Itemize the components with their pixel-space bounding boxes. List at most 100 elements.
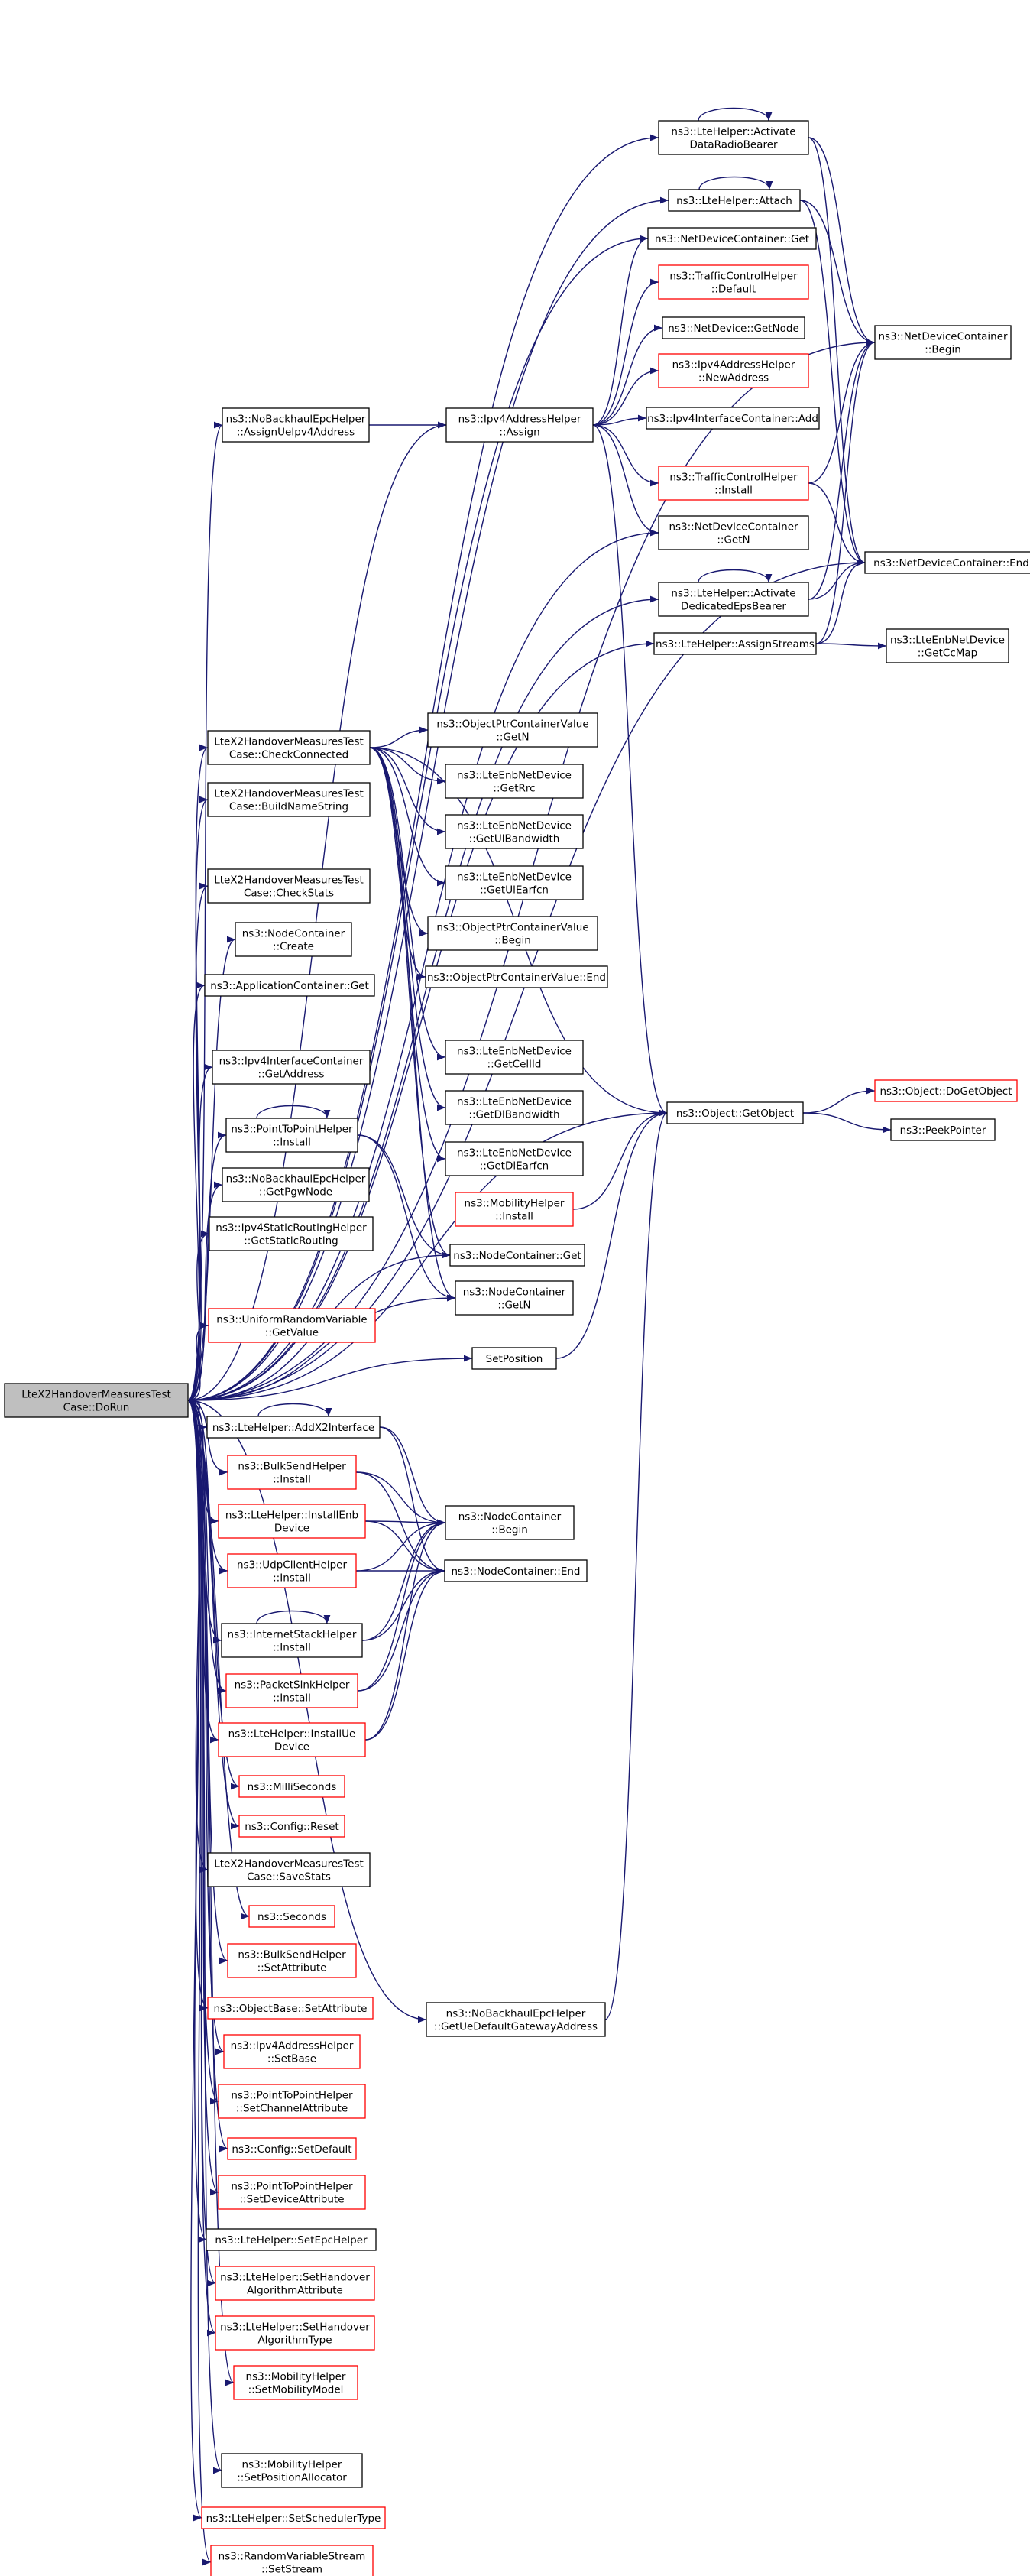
edge-sink-install-to-nc-end: [357, 1567, 445, 1692]
node-cfg-reset[interactable]: ns3::Config::Reset: [238, 1815, 345, 1838]
node-p2p-install[interactable]: ns3::PointToPointHelper::Install: [225, 1118, 358, 1153]
node-box: [874, 1079, 1018, 1102]
node-udp-install[interactable]: ns3::UdpClientHelper::Install: [227, 1553, 357, 1588]
node-get-dl-bw[interactable]: ns3::LteEnbNetDevice::GetDlBandwidth: [445, 1090, 584, 1125]
edge-install-enb-to-nc-begin: [364, 1519, 446, 1526]
node-set-epc[interactable]: ns3::LteHelper::SetEpcHelper: [206, 2228, 377, 2251]
node-ipv4ic-get-addr[interactable]: ns3::Ipv4InterfaceContainer::GetAddress: [212, 1050, 371, 1085]
node-nc-get-n[interactable]: ns3::NodeContainer::GetN: [455, 1280, 574, 1316]
node-nc-create[interactable]: ns3::NodeContainer::Create: [235, 922, 352, 957]
node-tch-install[interactable]: ns3::TrafficControlHelper::Install: [658, 466, 809, 501]
node-label: ns3::ObjectBase::SetAttribute: [214, 2003, 368, 2015]
node-do-get-object[interactable]: ns3::Object::DoGetObject: [874, 1079, 1018, 1102]
node-check-stats[interactable]: LteX2HandoverMeasuresTestCase::CheckStat…: [207, 868, 371, 904]
node-ndc-get[interactable]: ns3::NetDeviceContainer::Get: [647, 227, 817, 250]
node-tch-default[interactable]: ns3::TrafficControlHelper::Default: [658, 264, 809, 300]
node-build-name[interactable]: LteX2HandoverMeasuresTestCase::BuildName…: [207, 782, 371, 817]
node-get-static-routing[interactable]: ns3::Ipv4StaticRoutingHelper::GetStaticR…: [209, 1216, 374, 1251]
node-label: ns3::Ipv4AddressHelper: [672, 359, 795, 371]
node-get-object[interactable]: ns3::Object::GetObject: [666, 1101, 804, 1124]
node-ndc-get-n[interactable]: ns3::NetDeviceContainer::GetN: [658, 515, 809, 550]
node-peek-pointer[interactable]: ns3::PeekPointer: [890, 1118, 996, 1141]
node-box: [886, 628, 1009, 663]
node-urv-get-value[interactable]: ns3::UniformRandomVariable::GetValue: [208, 1308, 376, 1343]
node-get-ue-gw[interactable]: ns3::NoBackhaulEpcHelper::GetUeDefaultGa…: [426, 2002, 606, 2037]
node-box: [455, 1280, 574, 1316]
node-set-position[interactable]: SetPosition: [471, 1347, 557, 1370]
edge-attach-to-attach: [698, 176, 773, 190]
node-inet-install[interactable]: ns3::InternetStackHelper::Install: [221, 1623, 363, 1658]
node-sink-install[interactable]: ns3::PacketSinkHelper::Install: [225, 1673, 358, 1708]
node-act-eps[interactable]: ns3::LteHelper::ActivateDedicatedEpsBear…: [658, 582, 809, 617]
node-check-connected[interactable]: LteX2HandoverMeasuresTestCase::CheckConn…: [207, 730, 371, 765]
node-assign-ue-ipv4[interactable]: ns3::NoBackhaulEpcHelper::AssignUeIpv4Ad…: [222, 407, 370, 443]
node-ndc-begin[interactable]: ns3::NetDeviceContainer::Begin: [874, 325, 1012, 360]
node-label: ns3::ApplicationContainer::Get: [210, 980, 369, 992]
node-get-ul-earfcn[interactable]: ns3::LteEnbNetDevice::GetUlEarfcn: [445, 865, 584, 900]
node-ipv4-assign[interactable]: ns3::Ipv4AddressHelper::Assign: [445, 407, 594, 443]
edge-assign-streams-to-ndc-begin: [815, 339, 876, 644]
node-label: Case::SaveStats: [247, 1871, 331, 1883]
node-ipv4ic-add[interactable]: ns3::Ipv4InterfaceContainer::Add: [646, 407, 820, 430]
node-bulk-set-attr[interactable]: ns3::BulkSendHelper::SetAttribute: [227, 1943, 357, 1978]
node-get-ul-bw[interactable]: ns3::LteEnbNetDevice::GetUlBandwidth: [445, 814, 584, 849]
node-assign-streams[interactable]: ns3::LteHelper::AssignStreams: [653, 632, 817, 655]
edge-set-position-to-get-object: [555, 1109, 668, 1359]
node-label: ns3::NoBackhaulEpcHelper: [226, 414, 366, 426]
node-opc-end[interactable]: ns3::ObjectPtrContainerValue::End: [425, 965, 608, 988]
node-label: ns3::NodeContainer: [463, 1286, 566, 1299]
node-ipv4-set-base[interactable]: ns3::Ipv4AddressHelper::SetBase: [223, 2034, 361, 2069]
node-opc-get-n[interactable]: ns3::ObjectPtrContainerValue::GetN: [427, 712, 598, 748]
node-milli[interactable]: ns3::MilliSeconds: [238, 1775, 345, 1798]
node-label: ::SetAttribute: [258, 1962, 327, 1974]
node-box: [445, 1141, 584, 1176]
node-set-sched[interactable]: ns3::LteHelper::SetSchedulerType: [201, 2506, 386, 2529]
node-set-ho-attr[interactable]: ns3::LteHelper::SetHandoverAlgorithmAttr…: [215, 2266, 375, 2301]
node-ipv4-new-addr[interactable]: ns3::Ipv4AddressHelper::NewAddress: [658, 353, 809, 388]
node-label: ns3::MobilityHelper: [242, 2459, 342, 2471]
node-add-x2[interactable]: ns3::LteHelper::AddX2Interface: [206, 1416, 381, 1439]
node-app-get[interactable]: ns3::ApplicationContainer::Get: [204, 974, 375, 997]
node-p2p-set-chan[interactable]: ns3::PointToPointHelper::SetChannelAttri…: [218, 2084, 366, 2119]
node-ndc-end[interactable]: ns3::NetDeviceContainer::End: [864, 551, 1030, 574]
node-box: [658, 264, 809, 300]
node-box: [218, 2084, 366, 2119]
node-get-cell-id[interactable]: ns3::LteEnbNetDevice::GetCellId: [445, 1040, 584, 1075]
node-box: [215, 2266, 375, 2301]
node-get-pgw-node[interactable]: ns3::NoBackhaulEpcHelper::GetPgwNode: [222, 1167, 370, 1202]
node-label: ns3::ObjectPtrContainerValue::End: [427, 972, 606, 984]
edge-root-to-assign-ue-ipv4: [187, 421, 223, 1401]
node-attach[interactable]: ns3::LteHelper::Attach: [668, 189, 801, 212]
edge-mob-install-to-get-object: [572, 1109, 668, 1210]
node-set-pos-alloc[interactable]: ns3::MobilityHelper::SetPositionAllocato…: [221, 2453, 363, 2488]
node-set-mob-model[interactable]: ns3::MobilityHelper::SetMobilityModel: [233, 2365, 358, 2400]
node-label: ns3::Object::DoGetObject: [879, 1085, 1012, 1098]
node-seconds[interactable]: ns3::Seconds: [248, 1905, 335, 1928]
node-get-dl-earfcn[interactable]: ns3::LteEnbNetDevice::GetDlEarfcn: [445, 1141, 584, 1176]
node-obj-set-attr[interactable]: ns3::ObjectBase::SetAttribute: [207, 1997, 374, 2020]
node-mob-install[interactable]: ns3::MobilityHelper::Install: [455, 1192, 574, 1227]
node-cfg-set-default[interactable]: ns3::Config::SetDefault: [227, 2137, 357, 2160]
node-get-rrc[interactable]: ns3::LteEnbNetDevice::GetRrc: [445, 764, 584, 799]
node-label: ::GetStaticRouting: [244, 1235, 338, 1247]
node-opc-begin[interactable]: ns3::ObjectPtrContainerValue::Begin: [427, 916, 598, 951]
node-box: [204, 974, 375, 997]
node-label: Case::BuildNameString: [229, 801, 348, 813]
node-nc-begin[interactable]: ns3::NodeContainer::Begin: [445, 1505, 575, 1540]
node-nc-get[interactable]: ns3::NodeContainer::Get: [449, 1244, 585, 1267]
node-bulk-install[interactable]: ns3::BulkSendHelper::Install: [227, 1455, 357, 1490]
node-nc-end[interactable]: ns3::NodeContainer::End: [444, 1559, 588, 1582]
node-nd-get-node[interactable]: ns3::NetDevice::GetNode: [662, 316, 805, 339]
node-get-cc-map[interactable]: ns3::LteEnbNetDevice::GetCcMap: [886, 628, 1009, 663]
node-p2p-set-dev[interactable]: ns3::PointToPointHelper::SetDeviceAttrib…: [218, 2175, 366, 2210]
node-label: ::Begin: [494, 935, 531, 947]
node-label: ns3::LteHelper::SetEpcHelper: [215, 2234, 368, 2247]
node-set-stream[interactable]: ns3::RandomVariableStream::SetStream: [210, 2545, 374, 2576]
